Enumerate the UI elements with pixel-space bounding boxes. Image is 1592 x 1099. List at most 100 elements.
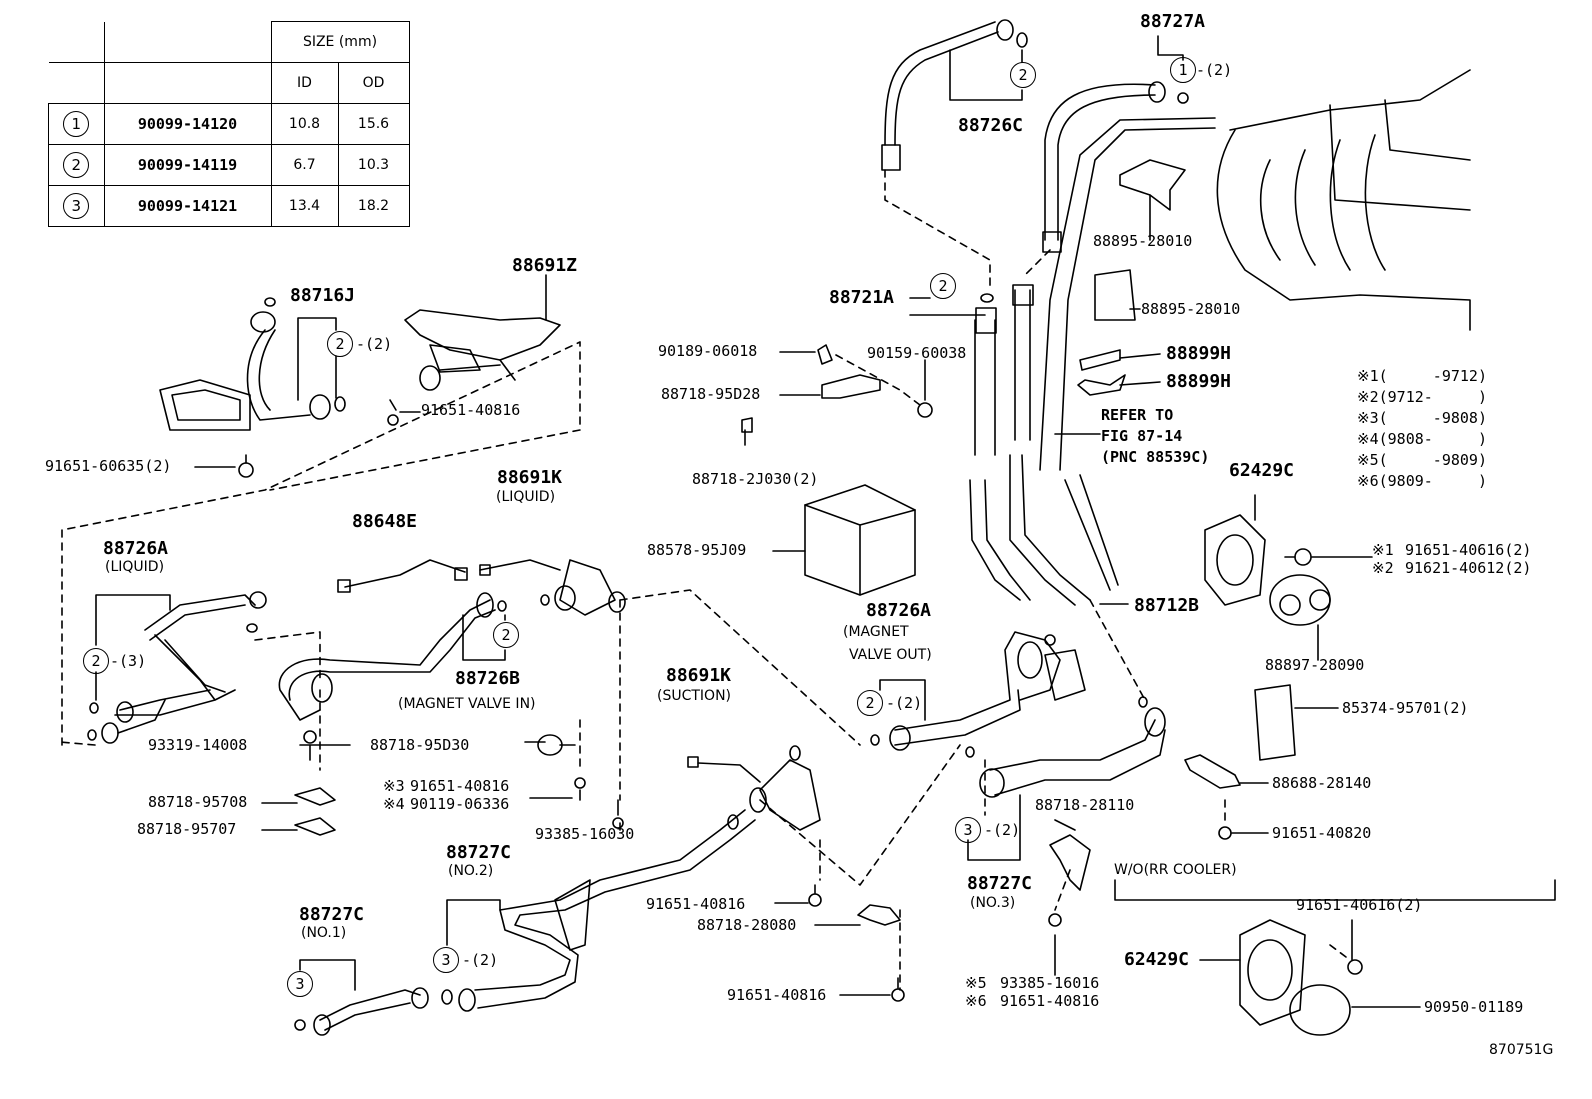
part-label: 88899H [1166, 343, 1232, 364]
part-sublabel: (MAGNET VALVE IN) [398, 696, 536, 712]
part-sublabel: (LIQUID) [496, 489, 556, 505]
part-label: 88691Z [512, 255, 578, 276]
circle-ref-2: 2 [857, 690, 883, 716]
part-label: 91651-60635(2) [45, 457, 172, 475]
part-label: 88691K [497, 467, 563, 488]
col-id: ID [270, 62, 339, 104]
part-label: 88718-95D30 [370, 736, 470, 754]
id-value: 6.7 [270, 144, 339, 186]
part-sublabel: (NO.1) [301, 925, 347, 941]
part-label: 91651-40816 [727, 986, 827, 1004]
note-mark: ※3 [383, 777, 405, 795]
part-sublabel: (NO.2) [448, 863, 494, 879]
part-label: 85374-95701(2) [1342, 699, 1469, 717]
part-label: 88727C [446, 842, 512, 863]
part-label: 88712B [1134, 595, 1200, 616]
part-label: 90159-60038 [867, 344, 967, 362]
part-number: 90099-14119 [103, 144, 272, 186]
footnote: ※1( -9712) [1357, 367, 1487, 385]
part-label: 88691K [666, 665, 732, 686]
part-label: 91621-40612(2) [1405, 559, 1532, 577]
quantity-label: -(2) [462, 951, 499, 969]
note-mark: ※6 [965, 992, 987, 1010]
circle-ref: 1 [63, 111, 90, 137]
part-sublabel: (NO.3) [970, 895, 1016, 911]
part-label: 90119-06336 [410, 795, 510, 813]
refer-note: (PNC 88539C) [1101, 448, 1210, 466]
refer-note: FIG 87-14 [1101, 427, 1183, 445]
part-label: 93385-16016 [1000, 974, 1100, 992]
od-value: 18.2 [337, 185, 410, 227]
part-label: 91651-40820 [1272, 824, 1372, 842]
part-label: 88895-28010 [1141, 300, 1241, 318]
part-label: 88895-28010 [1093, 232, 1193, 250]
circle-ref-2: 2 [327, 331, 353, 357]
part-label: 91651-40616(2) [1296, 896, 1423, 914]
part-label: 88726A [866, 600, 932, 621]
id-value: 10.8 [270, 103, 339, 145]
id-value: 13.4 [270, 185, 339, 227]
note-mark: ※4 [383, 795, 405, 813]
part-label: 88648E [352, 511, 418, 532]
footnote: ※6(9809- ) [1357, 472, 1487, 490]
od-value: 10.3 [337, 144, 410, 186]
circle-ref: 3 [63, 193, 90, 219]
table-row: 2 90099-14119 6.7 10.3 [48, 144, 410, 186]
part-label: 62429C [1124, 949, 1190, 970]
circle-ref-2: 2 [493, 622, 519, 648]
size-table: SIZE (mm) ID OD 1 90099-14120 10.8 15.6 … [48, 21, 410, 227]
part-label: 88727A [1140, 11, 1206, 32]
circle-ref-1: 1 [1170, 57, 1196, 83]
quantity-label: -(2) [356, 335, 393, 353]
circle-ref-2: 2 [83, 648, 109, 674]
note-mark: ※2 [1372, 559, 1394, 577]
part-label: 88718-28080 [697, 916, 797, 934]
part-label: 90189-06018 [658, 342, 758, 360]
part-label: 91651-40816 [646, 895, 746, 913]
part-label: 91651-40816 [421, 401, 521, 419]
part-label: 88688-28140 [1272, 774, 1372, 792]
part-label: 88718-2J030(2) [692, 470, 819, 488]
circle-ref-3: 3 [287, 971, 313, 997]
part-label: 88727C [299, 904, 365, 925]
section-label: W/O(RR COOLER) [1114, 862, 1237, 878]
od-value: 15.6 [337, 103, 410, 145]
table-row: 1 90099-14120 10.8 15.6 [48, 103, 410, 145]
figure-id: 870751G [1489, 1042, 1554, 1058]
part-label: 93385-16030 [535, 825, 635, 843]
part-number: 90099-14121 [103, 185, 272, 227]
footnote: ※5( -9809) [1357, 451, 1487, 469]
part-label: 88726A [103, 538, 169, 559]
part-label: 88897-28090 [1265, 656, 1365, 674]
part-label: 88718-95708 [148, 793, 248, 811]
circle-ref-3: 3 [433, 947, 459, 973]
col-od: OD [337, 62, 410, 104]
part-label: 93319-14008 [148, 736, 248, 754]
part-label: 88726B [455, 668, 521, 689]
part-label: 91651-40616(2) [1405, 541, 1532, 559]
part-label: 88718-95707 [137, 820, 237, 838]
part-label: 88899H [1166, 371, 1232, 392]
part-label: 90950-01189 [1424, 998, 1524, 1016]
part-label: 88721A [829, 287, 895, 308]
part-label: 88716J [290, 285, 356, 306]
table-row: 3 90099-14121 13.4 18.2 [48, 185, 410, 227]
footnote: ※2(9712- ) [1357, 388, 1487, 406]
part-label: 88726C [958, 115, 1024, 136]
quantity-label: -(2) [886, 694, 923, 712]
quantity-label: -(2) [984, 821, 1021, 839]
note-mark: ※1 [1372, 541, 1394, 559]
quantity-label: -(3) [110, 652, 147, 670]
circle-ref: 2 [63, 152, 90, 178]
quantity-label: -(2) [1196, 61, 1233, 79]
part-sublabel: VALVE OUT) [849, 647, 932, 663]
part-sublabel: (MAGNET [843, 624, 909, 640]
part-number: 90099-14120 [103, 103, 272, 145]
part-label: 88718-28110 [1035, 796, 1135, 814]
part-label: 88727C [967, 873, 1033, 894]
part-label: 91651-40816 [1000, 992, 1100, 1010]
part-label: 88578-95J09 [647, 541, 747, 559]
circle-ref-2: 2 [930, 273, 956, 299]
